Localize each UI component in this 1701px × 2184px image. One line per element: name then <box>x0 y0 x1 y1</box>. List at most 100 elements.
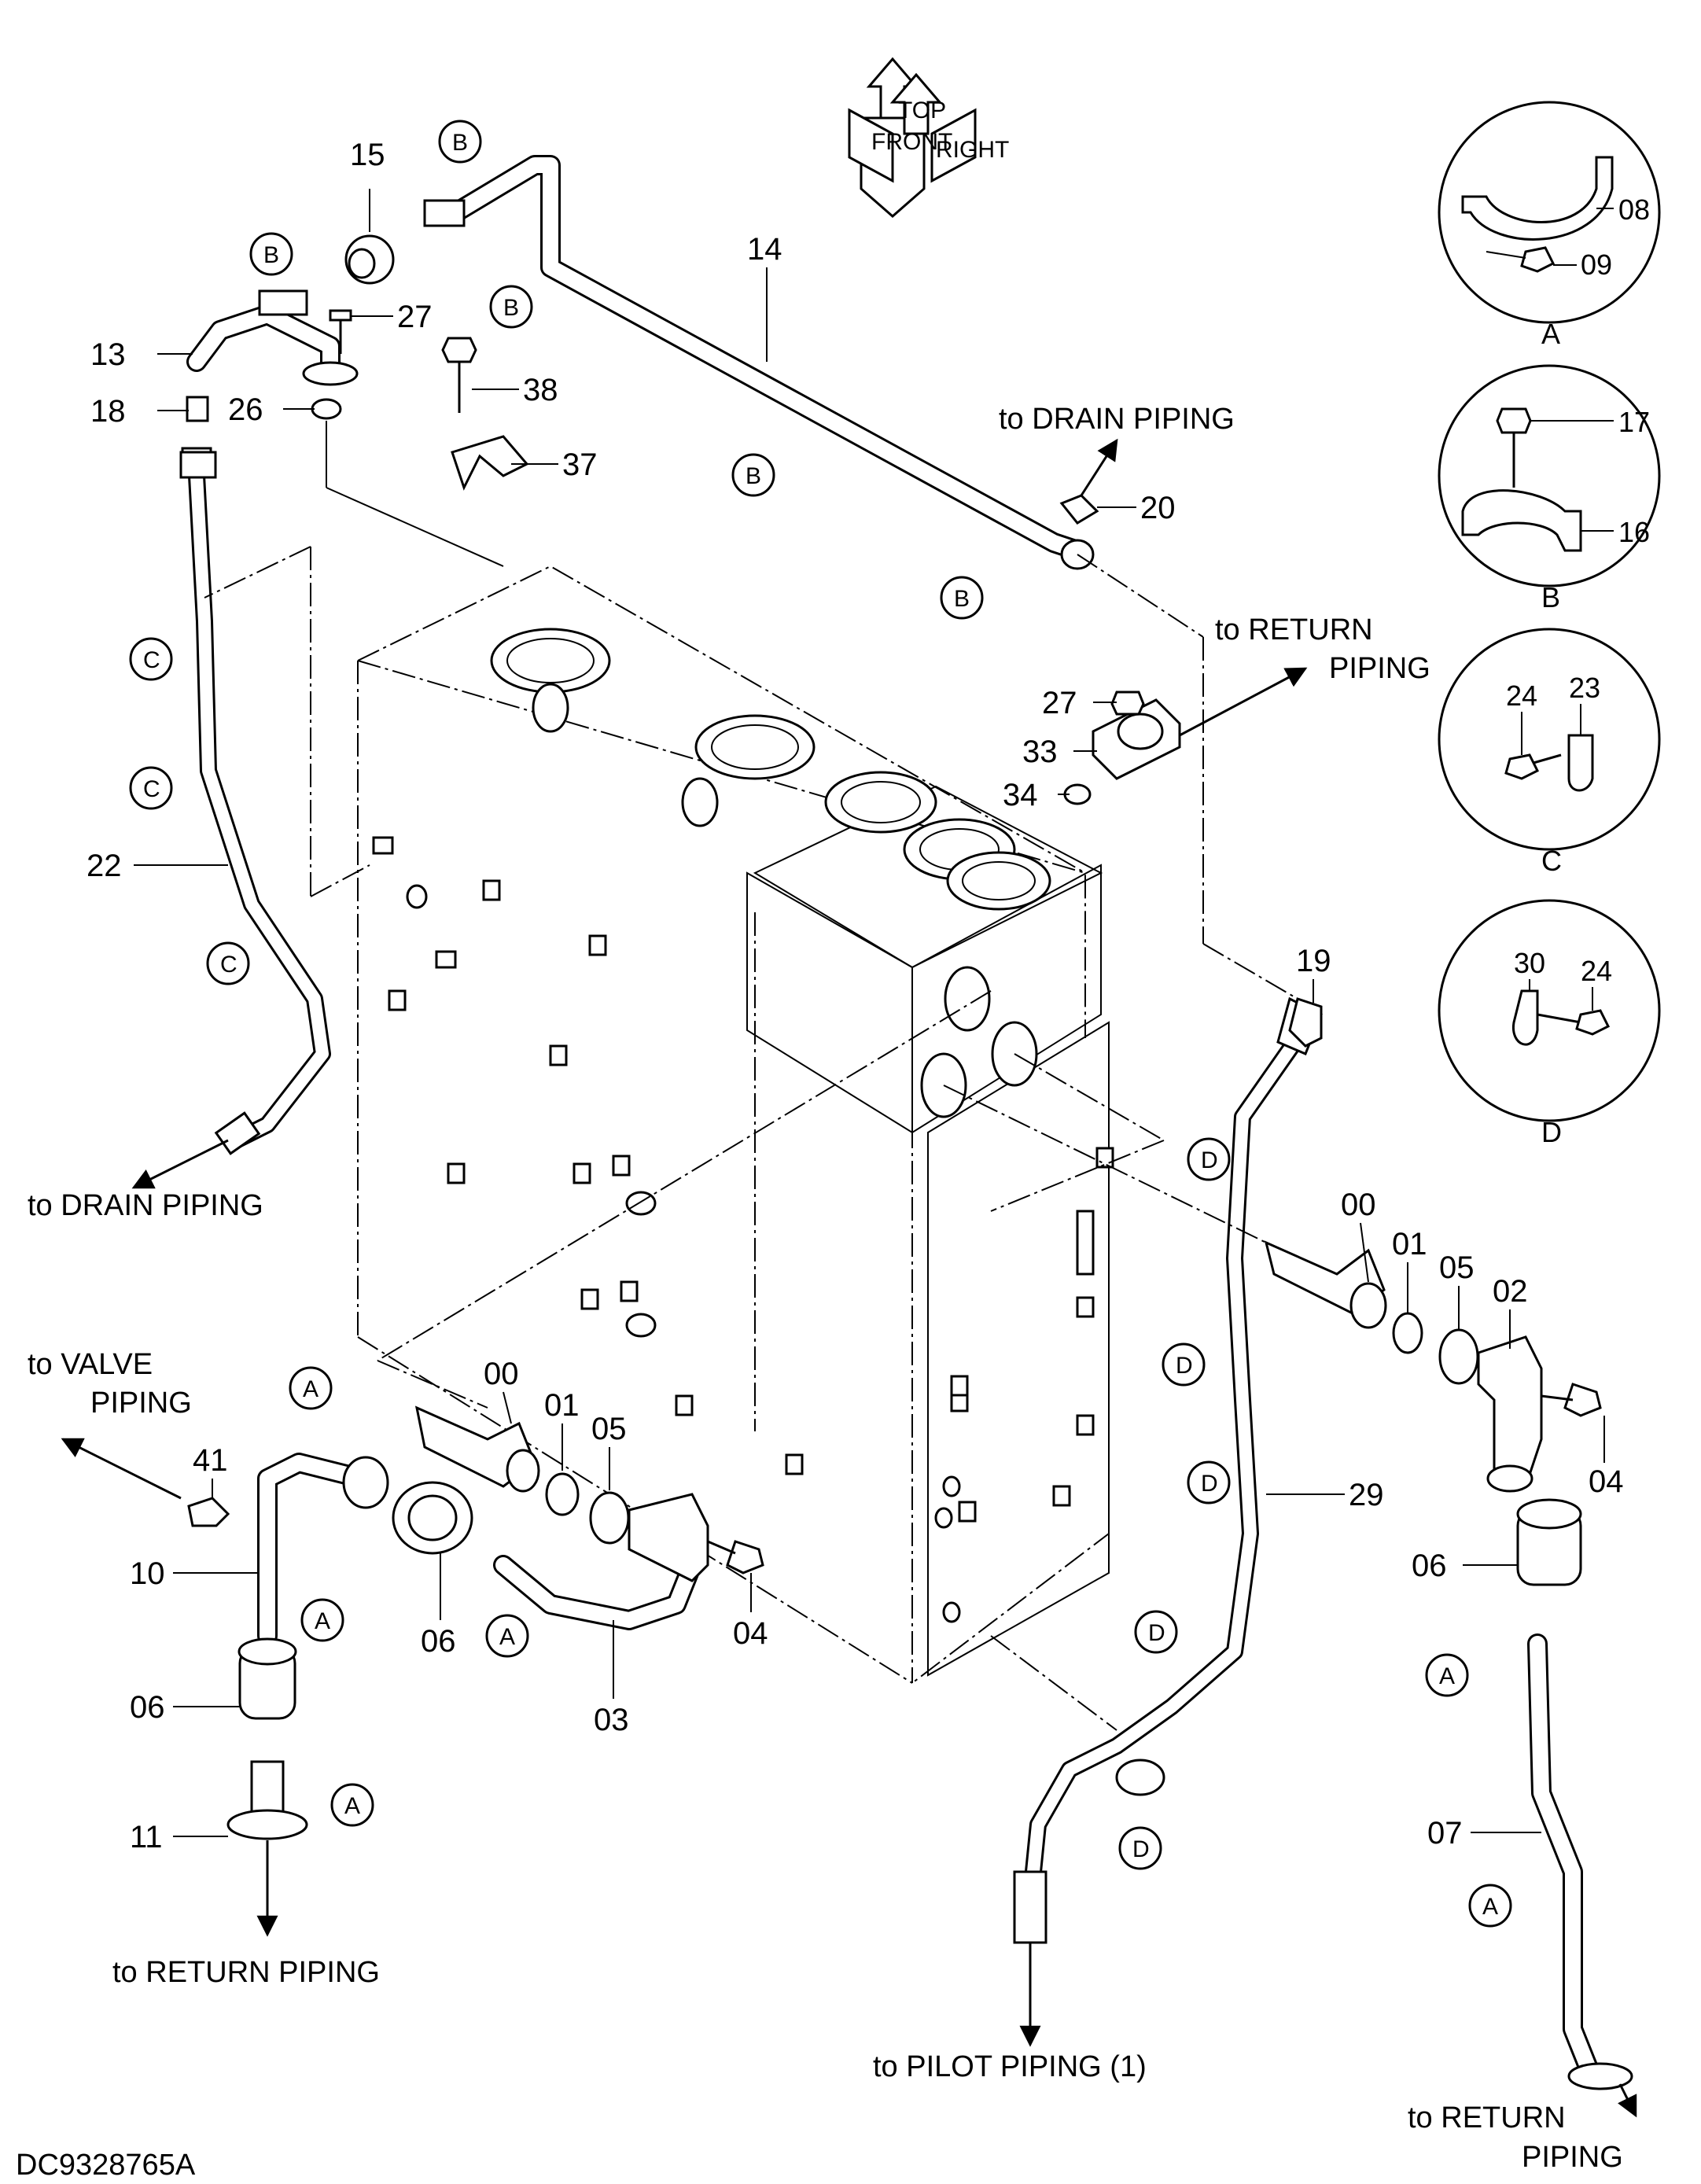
callout-00: 00 <box>484 1357 519 1391</box>
bolt-04-right <box>1541 1383 1602 1417</box>
ref-mark-c: C <box>206 941 250 985</box>
hose-29 <box>1013 996 1323 1944</box>
svg-text:A: A <box>1482 1894 1498 1920</box>
callout-15: 15 <box>350 138 385 172</box>
callout-18: 18 <box>90 394 126 429</box>
orientation-mark: FRONT TOP RIGHT <box>848 57 1009 218</box>
svg-text:D: D <box>1201 1471 1218 1497</box>
part-callouts: 15 14 27 13 18 26 38 37 20 27 33 34 22 1… <box>87 138 1624 1854</box>
callout-34: 34 <box>1003 778 1038 812</box>
svg-text:C: C <box>143 647 160 673</box>
ref-mark-a: A <box>300 1598 344 1642</box>
ref-mark-b: B <box>489 285 533 329</box>
ref-mark-a: A <box>330 1783 374 1827</box>
detail-a-part: 09 <box>1581 249 1612 281</box>
elbow-02 <box>1477 1335 1543 1493</box>
label-to-pilot-piping: to PILOT PIPING (1) <box>873 2050 1147 2083</box>
label-to-valve-piping: to VALVE <box>28 1348 153 1381</box>
ref-mark-b: B <box>940 576 984 620</box>
callout-33: 33 <box>1022 735 1058 769</box>
detail-c-part: 23 <box>1569 672 1600 704</box>
svg-text:C: C <box>220 952 237 978</box>
pipe-07 <box>1527 1633 1633 2090</box>
callout-27: 27 <box>1042 686 1077 720</box>
detail-labels: A 08 09 B 17 16 C 24 23 D 30 24 <box>1506 193 1650 1148</box>
clamp-06-left-mid <box>392 1481 473 1555</box>
leader-lines <box>134 189 1605 1837</box>
label-to-drain-piping-left: to DRAIN PIPING <box>28 1189 263 1222</box>
detail-d-part: 30 <box>1514 947 1545 979</box>
fitting-20 <box>1059 494 1099 525</box>
drawing-code: DC9328765A <box>16 2149 196 2182</box>
ref-mark-b: B <box>249 232 293 276</box>
ref-mark-d: D <box>1118 1826 1162 1870</box>
fitting-00-left <box>414 1405 540 1493</box>
ref-mark-b: B <box>731 453 775 497</box>
clamp-06-right <box>1516 1498 1582 1586</box>
detail-c <box>1438 628 1661 851</box>
flange-11 <box>226 1760 308 1840</box>
svg-text:C: C <box>143 776 160 802</box>
fitting-41 <box>187 1497 230 1527</box>
svg-text:D: D <box>1176 1353 1193 1379</box>
ref-mark-d: D <box>1134 1610 1178 1654</box>
callout-05: 05 <box>1439 1250 1475 1285</box>
label-to-return-piping-bottom: to RETURN PIPING <box>112 1956 380 1989</box>
bolt-04-left <box>707 1540 764 1574</box>
bolt-27-top <box>329 309 352 354</box>
svg-text:A: A <box>344 1793 360 1819</box>
callout-13: 13 <box>90 337 126 372</box>
fitting-00-right <box>1264 1240 1387 1329</box>
orientation-right-label: RIGHT <box>936 137 1009 163</box>
label-to-valve-piping: PIPING <box>90 1387 192 1420</box>
oring-05-right <box>1438 1328 1479 1385</box>
callout-01: 01 <box>1392 1227 1427 1261</box>
ref-mark-d: D <box>1162 1342 1206 1387</box>
oring-26 <box>311 398 342 420</box>
svg-text:B: B <box>263 242 279 268</box>
callout-00: 00 <box>1341 1188 1376 1222</box>
valve-block-outline <box>357 565 1114 1684</box>
label-to-return-piping-bottom-right: PIPING <box>1522 2141 1623 2174</box>
svg-text:B: B <box>503 295 519 321</box>
ref-mark-d: D <box>1187 1137 1231 1181</box>
detail-a <box>1438 101 1661 324</box>
orientation-top-label: TOP <box>898 98 946 123</box>
svg-text:A: A <box>303 1376 318 1402</box>
ref-mark-a: A <box>485 1614 529 1658</box>
callout-26: 26 <box>228 392 263 427</box>
callout-06: 06 <box>1412 1549 1447 1583</box>
callout-04: 04 <box>1589 1464 1624 1499</box>
callout-27: 27 <box>397 300 433 334</box>
orientation-front-label: FRONT <box>871 129 952 155</box>
callout-14: 14 <box>747 232 782 267</box>
detail-c-part: 24 <box>1506 680 1537 712</box>
svg-text:B: B <box>746 463 761 489</box>
callout-07: 07 <box>1427 1816 1463 1851</box>
pipe-14 <box>446 155 1095 570</box>
ref-mark-a: A <box>289 1366 333 1410</box>
callout-22: 22 <box>87 849 122 883</box>
callout-06: 06 <box>130 1690 165 1725</box>
detail-b-part: 16 <box>1618 516 1650 548</box>
callout-06: 06 <box>421 1624 456 1659</box>
oring-05-left <box>589 1491 630 1545</box>
detail-b-letter: B <box>1541 581 1560 613</box>
ref-mark-c: C <box>129 637 173 681</box>
bolt-38 <box>441 337 477 413</box>
pipe-03 <box>493 1493 709 1630</box>
fitting-15 <box>344 199 466 285</box>
reference-bubbles: B B B B B C C C D D D D D A A A A A A <box>129 120 1512 1928</box>
bracket-37 <box>451 435 529 491</box>
direction-arrows <box>61 438 1637 2118</box>
fitting-19 <box>1288 997 1323 1048</box>
callout-41: 41 <box>193 1443 228 1478</box>
ref-mark-c: C <box>129 766 173 810</box>
oring-01-right <box>1392 1312 1423 1354</box>
flange-33 <box>1092 698 1181 780</box>
detail-d <box>1438 899 1661 1122</box>
callout-11: 11 <box>130 1820 163 1854</box>
svg-text:D: D <box>1132 1836 1150 1862</box>
direction-labels: to DRAIN PIPING to RETURN PIPING to DRAI… <box>28 403 1623 2174</box>
detail-c-letter: C <box>1541 845 1562 877</box>
